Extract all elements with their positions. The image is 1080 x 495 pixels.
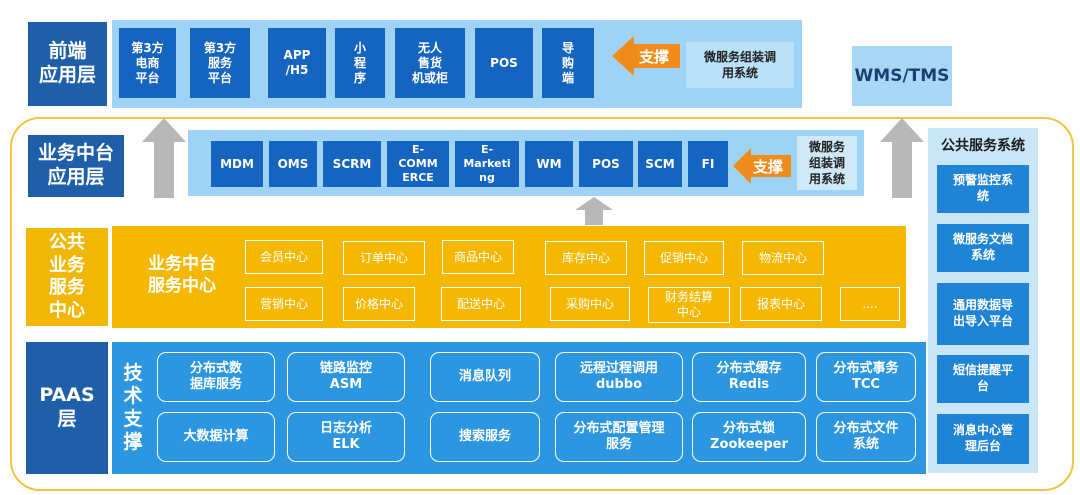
center-price[interactable]: 价格中心: [343, 287, 415, 321]
paas-log-elk[interactable]: 日志分析 ELK: [287, 412, 405, 462]
up-arrow-center-icon: [575, 197, 613, 225]
center-report[interactable]: 报表中心: [740, 287, 822, 321]
biz-tile-scrm[interactable]: SCRM: [323, 141, 381, 187]
paas-search[interactable]: 搜索服务: [430, 412, 540, 462]
paas-panel: [112, 342, 926, 474]
center-logistics[interactable]: 物流中心: [742, 241, 824, 275]
support-arrow-icon: [612, 36, 680, 76]
public-service-title: 公共服务系统: [941, 138, 1025, 154]
frontend-tile-app-h5[interactable]: APP /H5: [268, 28, 326, 98]
public-service-alert-monitor[interactable]: 预警监控系 统: [937, 165, 1029, 213]
up-arrow-left-icon: [142, 118, 186, 198]
center-delivery[interactable]: 配送中心: [441, 287, 521, 321]
up-arrow-right-icon: [880, 118, 924, 198]
paas-bigdata[interactable]: 大数据计算: [157, 412, 275, 462]
paas-lock-zookeeper[interactable]: 分布式锁 Zookeeper: [692, 412, 806, 462]
biz-tile-emarketing[interactable]: E- Marketi ng: [455, 141, 519, 187]
tech-support-title: 技 术 支 撑: [123, 362, 143, 453]
frontend-microservice-box[interactable]: 微服务组装调 用系统: [686, 42, 794, 88]
paas-rpc-dubbo[interactable]: 远程过程调用 dubbo: [555, 352, 683, 402]
paas-cache-redis[interactable]: 分布式缓存 Redis: [692, 352, 806, 402]
paas-file-system[interactable]: 分布式文件 系统: [816, 412, 916, 462]
support-arrow-icon: [733, 148, 791, 184]
biz-tile-scm[interactable]: SCM: [638, 141, 682, 187]
frontend-tile-pos[interactable]: POS: [475, 28, 533, 98]
biz-tile-fi[interactable]: FI: [688, 141, 728, 187]
center-inventory[interactable]: 库存中心: [545, 241, 627, 275]
paas-message-queue[interactable]: 消息队列: [430, 352, 540, 402]
public-service-message-center[interactable]: 消息中心管 理后台: [937, 414, 1029, 464]
paas-config-mgmt[interactable]: 分布式配置管理 服务: [555, 412, 683, 462]
paas-transaction-tcc[interactable]: 分布式事务 TCC: [816, 352, 916, 402]
paas-layer-label: PAAS 层: [26, 342, 108, 474]
biz-tile-wm[interactable]: WM: [525, 141, 573, 187]
business-support-label: 支撑: [752, 157, 783, 176]
paas-distributed-db[interactable]: 分布式数 据库服务: [157, 352, 275, 402]
frontend-tile-mini-program[interactable]: 小 程 序: [335, 28, 385, 98]
wms-tms-box[interactable]: WMS/TMS: [852, 46, 952, 106]
public-business-layer-label: 公共 业务 服务 中心: [26, 228, 108, 326]
frontend-layer-label: 前端 应用层: [28, 22, 107, 106]
frontend-tile-vending[interactable]: 无人 售货 机或柜: [395, 28, 465, 98]
business-center-title: 业务中台 服务中心: [148, 253, 216, 296]
paas-link-monitor[interactable]: 链路监控 ASM: [287, 352, 405, 402]
center-member[interactable]: 会员中心: [245, 240, 323, 274]
center-purchasing[interactable]: 采购中心: [550, 287, 630, 321]
center-finance[interactable]: 财务结算 中心: [648, 287, 730, 323]
center-marketing[interactable]: 营销中心: [245, 287, 323, 321]
center-order[interactable]: 订单中心: [343, 241, 425, 275]
frontend-tile-guide[interactable]: 导 购 端: [542, 28, 594, 98]
public-service-data-import-export[interactable]: 通用数据导 出导入平台: [937, 283, 1029, 345]
public-service-doc-system[interactable]: 微服务文档 系统: [937, 224, 1029, 272]
frontend-tile-3rd-ecommerce[interactable]: 第3方 电商 平台: [119, 28, 176, 98]
biz-tile-ecommerce[interactable]: E- COMM ERCE: [387, 141, 449, 187]
business-microservice-box[interactable]: 微服务 组装调 用系统: [797, 136, 857, 190]
center-product[interactable]: 商品中心: [442, 240, 514, 274]
public-business-panel: [112, 226, 906, 328]
center-more[interactable]: ....: [840, 287, 900, 321]
center-promotion[interactable]: 促销中心: [644, 241, 724, 275]
public-service-sms[interactable]: 短信提醒平 台: [937, 355, 1029, 403]
biz-tile-oms[interactable]: OMS: [269, 141, 317, 187]
frontend-support-label: 支撑: [638, 47, 669, 66]
frontend-tile-3rd-service[interactable]: 第3方 服务 平台: [190, 28, 250, 98]
platform-outline: [10, 117, 1074, 491]
business-app-layer-label: 业务中台 应用层: [28, 135, 124, 197]
biz-tile-mdm[interactable]: MDM: [211, 141, 263, 187]
biz-tile-pos[interactable]: POS: [579, 141, 633, 187]
